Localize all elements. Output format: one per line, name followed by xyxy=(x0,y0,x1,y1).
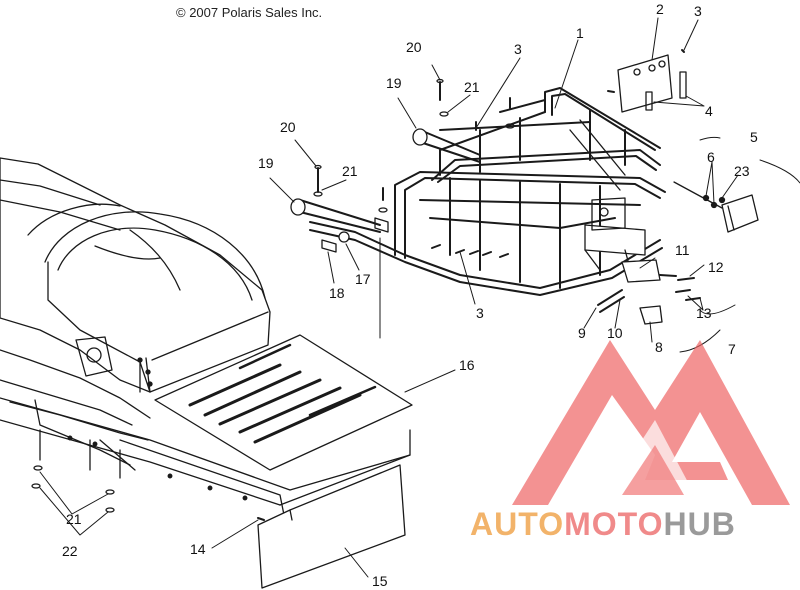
callout-22: 22 xyxy=(62,543,78,559)
callout-20-left: 20 xyxy=(280,119,296,135)
tunnel-hardware xyxy=(31,465,265,521)
callout-2: 2 xyxy=(656,1,664,17)
callout-7: 7 xyxy=(728,341,736,357)
hitch-parts xyxy=(597,259,736,353)
rack-assembly xyxy=(309,87,666,296)
callout-21-lower: 21 xyxy=(66,511,82,527)
callout-19-left: 19 xyxy=(258,155,274,171)
callout-14: 14 xyxy=(190,541,206,557)
callout-10: 10 xyxy=(607,325,623,341)
callout-18: 18 xyxy=(329,285,345,301)
screws xyxy=(431,244,509,258)
callout-9: 9 xyxy=(578,325,586,341)
leader-lines xyxy=(39,17,739,578)
callout-11: 11 xyxy=(675,242,690,258)
watermark-text: AUTOMOTOHUB xyxy=(470,506,736,543)
callout-17: 17 xyxy=(355,271,371,287)
callout-20-right: 20 xyxy=(406,39,422,55)
callout-5: 5 xyxy=(750,129,758,145)
watermark-hub: HUB xyxy=(663,506,736,542)
watermark-logo xyxy=(512,340,790,505)
callout-16: 16 xyxy=(459,357,475,373)
callout-12: 12 xyxy=(708,259,724,275)
callout-21-left: 21 xyxy=(342,163,358,179)
tail-light xyxy=(673,136,800,233)
callout-1: 1 xyxy=(576,25,584,41)
crossbar-hardware xyxy=(290,78,515,339)
callout-23: 23 xyxy=(734,163,750,179)
snow-flap xyxy=(257,464,406,589)
callout-8: 8 xyxy=(655,339,663,355)
seat-assembly xyxy=(0,157,271,471)
tunnel xyxy=(0,397,411,521)
callout-3-lower: 3 xyxy=(476,305,484,321)
callout-19-right: 19 xyxy=(386,75,402,91)
callout-6: 6 xyxy=(707,149,715,165)
callout-21-right: 21 xyxy=(464,79,480,95)
copyright-notice: © 2007 Polaris Sales Inc. xyxy=(176,5,323,20)
watermark-auto: AUTO xyxy=(470,506,565,542)
rear-plate xyxy=(154,334,413,471)
callout-4: 4 xyxy=(705,103,713,119)
mounting-plate xyxy=(607,49,687,113)
callout-13: 13 xyxy=(696,305,712,321)
callout-15: 15 xyxy=(372,573,388,589)
callout-3-top: 3 xyxy=(694,3,702,19)
callout-3-rack: 3 xyxy=(514,41,522,57)
watermark-moto: MOTO xyxy=(564,506,664,542)
